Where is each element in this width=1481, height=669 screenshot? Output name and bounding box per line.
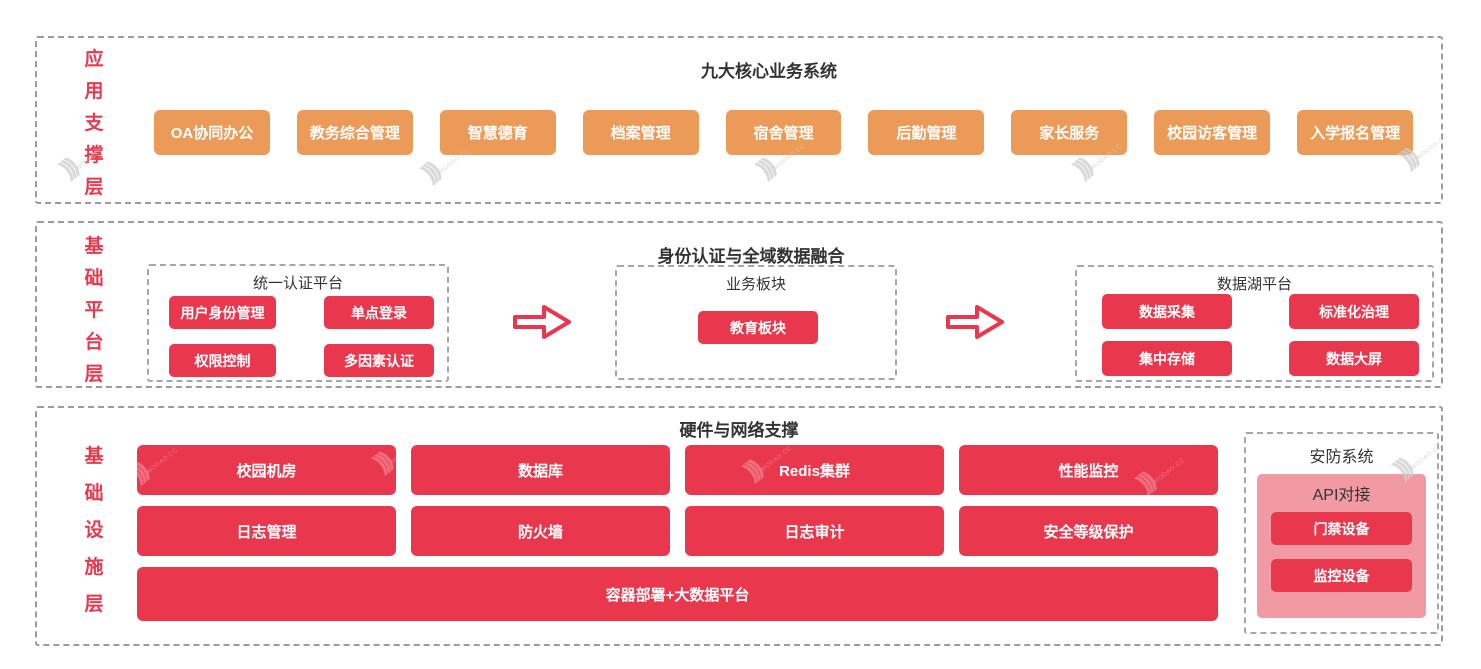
node-central-storage: 集中存储 — [1102, 341, 1232, 376]
node-access-control-device: 门禁设备 — [1271, 512, 1412, 545]
node-firewall: 防火墙 — [411, 506, 670, 556]
node-education-section: 教育板块 — [698, 311, 818, 344]
node-log-management: 日志管理 — [137, 506, 396, 556]
layer-label-char: 撑 — [84, 145, 104, 166]
node-standardization: 标准化治理 — [1289, 294, 1419, 329]
system-node-archives: 档案管理 — [582, 110, 699, 155]
system-node-oa: OA协同办公 — [154, 110, 270, 155]
layer-label-char: 应 — [84, 49, 104, 70]
node-container-bigdata-platform: 容器部署+大数据平台 — [137, 567, 1218, 621]
layer-label-char: 基 — [84, 236, 104, 257]
layer-label-char: 施 — [84, 557, 104, 578]
hardware-grid: 校园机房 数据库 Redis集群 性能监控 日志管理 防火墙 日志审计 安全等级… — [137, 445, 1218, 621]
node-mfa: 多因素认证 — [324, 344, 434, 377]
layer2-title: 身份认证与全域数据融合 — [657, 247, 845, 266]
node-permission: 权限控制 — [169, 344, 276, 377]
api-panel-title: API对接 — [1312, 487, 1371, 504]
layer-label-char: 支 — [84, 113, 104, 134]
node-log-audit: 日志审计 — [685, 506, 944, 556]
node-security-level-protection: 安全等级保护 — [959, 506, 1218, 556]
node-sso: 单点登录 — [324, 296, 434, 329]
system-node-dormitory: 宿舍管理 — [725, 110, 842, 155]
layer-label-char: 设 — [84, 520, 104, 541]
node-redis-cluster: Redis集群 — [685, 445, 944, 495]
node-data-dashboard: 数据大屏 — [1289, 341, 1419, 376]
node-performance-monitoring: 性能监控 — [959, 445, 1218, 495]
layer-label-infrastructure: 基 础 设 施 层 — [77, 447, 111, 614]
security-system-group: 安防系统 API对接 门禁设备 监控设备 — [1244, 432, 1439, 634]
layer3-title: 硬件与网络支撑 — [679, 421, 799, 440]
layer-label-char: 层 — [84, 177, 104, 198]
datalake-group-title: 数据湖平台 — [1216, 276, 1292, 293]
business-group-title: 业务板块 — [725, 276, 786, 293]
node-data-collection: 数据采集 — [1102, 294, 1232, 329]
unified-auth-platform-group: 统一认证平台 用户身份管理 单点登录 权限控制 多因素认证 — [147, 264, 449, 382]
layer-label-platform: 基 础 平 台 层 — [77, 237, 111, 384]
layer-label-char: 础 — [84, 268, 104, 289]
system-node-logistics: 后勤管理 — [868, 110, 985, 155]
data-lake-platform-group: 数据湖平台 数据采集 标准化治理 集中存储 数据大屏 — [1075, 265, 1434, 382]
business-section-group: 业务板块 教育板块 — [615, 265, 897, 380]
node-database: 数据库 — [411, 445, 670, 495]
flow-arrow-right-icon — [946, 305, 1004, 339]
node-campus-server-room: 校园机房 — [137, 445, 396, 495]
node-user-identity: 用户身份管理 — [169, 296, 276, 329]
layer-label-application-support: 应 用 支 撑 层 — [77, 50, 111, 197]
node-monitoring-device: 监控设备 — [1271, 559, 1412, 592]
flow-arrow-right-icon — [513, 305, 571, 339]
system-node-visitor: 校园访客管理 — [1154, 110, 1271, 155]
platform-layer: 基 础 平 台 层 身份认证与全域数据融合 统一认证平台 用户身份管理 单点登录… — [35, 221, 1443, 388]
layer-label-char: 基 — [84, 446, 104, 467]
system-node-academic: 教务综合管理 — [296, 110, 413, 155]
layer-label-char: 台 — [84, 332, 104, 353]
auth-group-title: 统一认证平台 — [252, 275, 343, 292]
layer-label-char: 平 — [84, 300, 104, 321]
system-node-moral-edu: 智慧德育 — [439, 110, 556, 155]
layer1-title: 九大核心业务系统 — [701, 62, 837, 81]
layer-label-char: 层 — [84, 594, 104, 615]
security-group-title: 安防系统 — [1309, 449, 1374, 466]
layer-label-char: 础 — [84, 483, 104, 504]
layer-label-char: 层 — [84, 364, 104, 385]
application-support-layer: 应 用 支 撑 层 九大核心业务系统 OA协同办公 教务综合管理 智慧德育 档案… — [35, 36, 1443, 204]
api-integration-panel: API对接 门禁设备 监控设备 — [1257, 474, 1426, 618]
infrastructure-layer: 基 础 设 施 层 硬件与网络支撑 校园机房 数据库 Redis集群 性能监控 … — [35, 406, 1443, 646]
system-node-enrollment: 入学报名管理 — [1297, 110, 1414, 155]
system-node-parents: 家长服务 — [1011, 110, 1128, 155]
core-systems-row: OA协同办公 教务综合管理 智慧德育 档案管理 宿舍管理 后勤管理 家长服务 校… — [154, 110, 1414, 155]
layer-label-char: 用 — [84, 81, 104, 102]
